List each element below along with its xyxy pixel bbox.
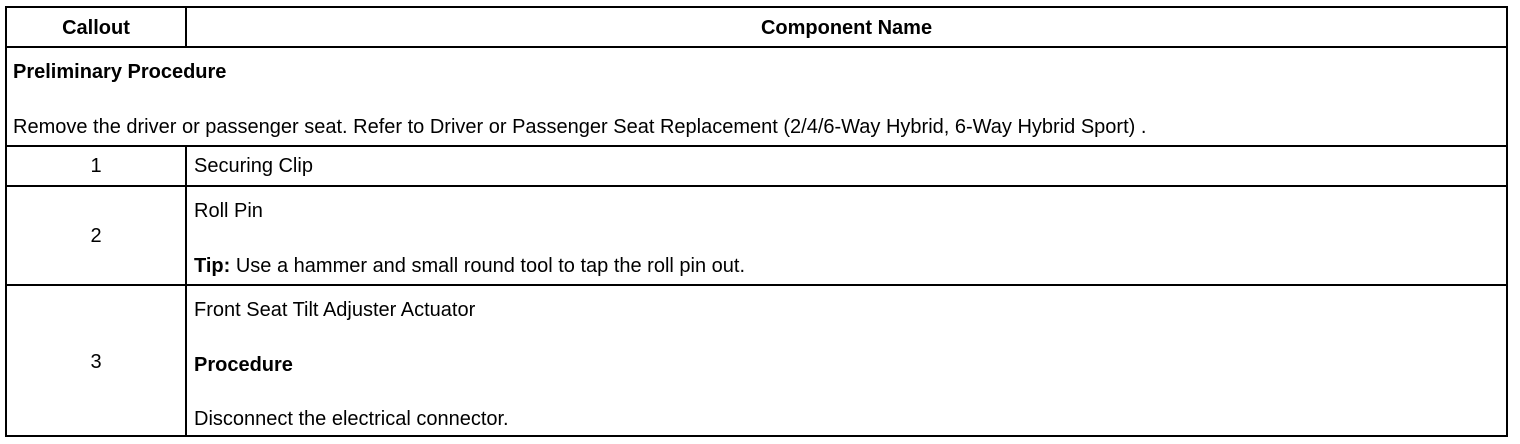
component-cell: Securing Clip xyxy=(187,147,1506,185)
header-component-cell: Component Name xyxy=(187,8,1506,46)
table-row: 3 Front Seat Tilt Adjuster Actuator Proc… xyxy=(7,286,1506,437)
component-table: Callout Component Name Preliminary Proce… xyxy=(5,6,1508,437)
callout-number: 1 xyxy=(90,155,102,177)
table-header-row: Callout Component Name xyxy=(7,8,1506,48)
procedure-text: Disconnect the electrical connector. xyxy=(194,408,509,430)
component-cell: Roll Pin Tip: Use a hammer and small rou… xyxy=(187,187,1506,284)
component-name: Securing Clip xyxy=(194,155,313,177)
callout-cell: 1 xyxy=(7,147,187,185)
component-cell: Front Seat Tilt Adjuster Actuator Proced… xyxy=(187,286,1506,437)
preliminary-text: Remove the driver or passenger seat. Ref… xyxy=(13,116,1147,138)
header-component-name: Component Name xyxy=(760,17,933,39)
tip-line: Tip: Use a hammer and small round tool t… xyxy=(194,254,745,278)
component-name: Front Seat Tilt Adjuster Actuator xyxy=(194,299,476,321)
preliminary-row: Preliminary Procedure Remove the driver … xyxy=(7,48,1506,147)
header-callout-cell: Callout xyxy=(7,8,187,46)
procedure-label: Procedure xyxy=(194,354,293,376)
callout-cell: 3 xyxy=(7,286,187,437)
preliminary-heading: Preliminary Procedure xyxy=(13,61,227,83)
callout-number: 3 xyxy=(90,351,102,373)
header-callout: Callout xyxy=(62,17,130,39)
callout-number: 2 xyxy=(90,225,102,247)
tip-label: Tip: xyxy=(194,255,231,277)
tip-text: Use a hammer and small round tool to tap… xyxy=(230,255,746,277)
table-row: 2 Roll Pin Tip: Use a hammer and small r… xyxy=(7,187,1506,286)
component-name: Roll Pin xyxy=(194,200,263,222)
preliminary-cell: Preliminary Procedure Remove the driver … xyxy=(7,48,1506,145)
table-row: 1 Securing Clip xyxy=(7,147,1506,187)
callout-cell: 2 xyxy=(7,187,187,284)
